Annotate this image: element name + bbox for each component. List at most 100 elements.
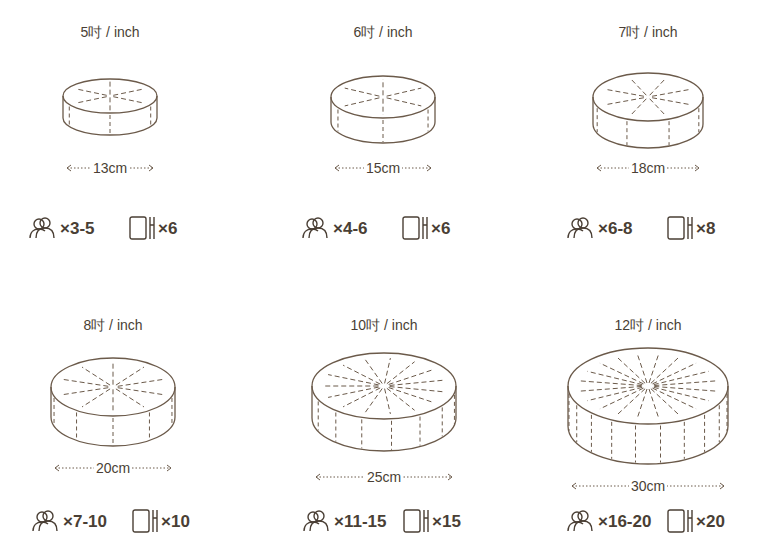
slice-side-line — [597, 108, 598, 132]
cake-figure — [312, 353, 456, 451]
slice-side-line — [454, 395, 455, 424]
slice-line — [385, 389, 391, 414]
slice-line — [617, 389, 645, 415]
people-count: ×4-6 — [333, 220, 368, 237]
slice-side-line — [576, 405, 577, 442]
slice-line — [323, 386, 378, 387]
slice-line — [328, 387, 379, 397]
slice-line — [387, 98, 422, 106]
slice-line — [63, 379, 108, 386]
slice-line — [63, 388, 108, 395]
slice-line — [653, 363, 697, 384]
people-count: ×7-10 — [63, 513, 107, 530]
people-count: ×3-5 — [60, 220, 95, 237]
slice-side-line — [54, 398, 55, 425]
size-title: 7吋 / inch — [618, 25, 677, 39]
people-icon — [304, 511, 328, 531]
slice-line — [383, 99, 384, 115]
slice-side-line — [669, 121, 670, 145]
slice-line — [365, 389, 382, 413]
cake-side — [331, 97, 435, 143]
slice-side-line — [337, 110, 338, 132]
slice-side-line — [727, 394, 728, 431]
diameter-label: 25cm — [365, 470, 403, 484]
tableware-icon — [668, 217, 692, 239]
people-count: ×16-20 — [598, 513, 651, 530]
slice-line — [654, 381, 715, 386]
slice-line — [365, 359, 382, 383]
cake-figure — [51, 358, 175, 446]
cake-side — [593, 97, 703, 148]
slice-side-line — [698, 108, 699, 132]
cake-top — [593, 73, 703, 121]
people-icon — [568, 218, 592, 238]
slice-line — [110, 97, 111, 110]
cake-figure — [593, 73, 703, 148]
slice-line — [653, 388, 697, 409]
slice-line — [581, 386, 642, 391]
size-title: 8吋 / inch — [83, 318, 142, 332]
slice-line — [82, 367, 110, 385]
slice-line — [637, 354, 647, 383]
cake-top — [568, 348, 728, 424]
people-count: ×6-8 — [598, 220, 633, 237]
slice-line — [113, 97, 144, 104]
slice-side-line — [76, 412, 77, 439]
cake-top — [63, 79, 157, 113]
slice-line — [652, 98, 691, 105]
slice-line — [605, 89, 644, 96]
people-icon — [33, 511, 57, 531]
tableware-icon — [668, 510, 692, 532]
slice-line — [113, 89, 144, 96]
size-title: 5吋 / inch — [80, 25, 139, 39]
slice-line — [617, 357, 645, 383]
slice-line — [82, 389, 110, 407]
slice-side-line — [704, 415, 705, 452]
slice-line — [385, 358, 391, 383]
slice-line — [581, 381, 642, 386]
slice-line — [75, 97, 106, 104]
slice-line — [650, 78, 666, 95]
slice-side-line — [611, 422, 612, 459]
people-count: ×11-15 — [334, 513, 386, 530]
slice-line — [110, 82, 111, 95]
slice-line — [113, 389, 114, 411]
slice-line — [116, 367, 144, 385]
slice-line — [383, 79, 384, 95]
cake-top — [331, 76, 435, 118]
tableware-icon — [403, 217, 427, 239]
slice-side-line — [150, 107, 151, 126]
people-icon — [303, 218, 327, 238]
slice-line — [630, 99, 646, 116]
slice-side-line — [110, 115, 111, 134]
slice-line — [587, 371, 642, 384]
people-icon — [568, 511, 592, 531]
slice-side-line — [383, 120, 384, 142]
slice-side-line — [591, 415, 592, 452]
slice-line — [654, 371, 709, 384]
diameter-label: 18cm — [629, 161, 667, 175]
slice-side-line — [391, 421, 392, 450]
slice-side-line — [626, 121, 627, 145]
slice-line — [600, 363, 644, 384]
slice-line — [630, 78, 646, 95]
slice-line — [651, 357, 679, 383]
slice-side-line — [361, 419, 362, 448]
cake-side — [63, 96, 157, 135]
slice-line — [652, 89, 691, 96]
slice-line — [387, 388, 415, 410]
people-icon — [30, 218, 54, 238]
slice-line — [387, 88, 422, 96]
slice-side-line — [442, 407, 443, 436]
slice-side-line — [171, 398, 172, 425]
slice-line — [654, 387, 709, 400]
diameter-label: 20cm — [94, 461, 132, 475]
diameter-label: 13cm — [91, 161, 129, 175]
slice-line — [649, 389, 659, 418]
slice-line — [605, 98, 644, 105]
size-title: 10吋 / inch — [351, 318, 418, 332]
slice-side-line — [428, 110, 429, 132]
slice-line — [649, 354, 659, 383]
slice-line — [75, 89, 106, 96]
slice-line — [587, 387, 642, 400]
